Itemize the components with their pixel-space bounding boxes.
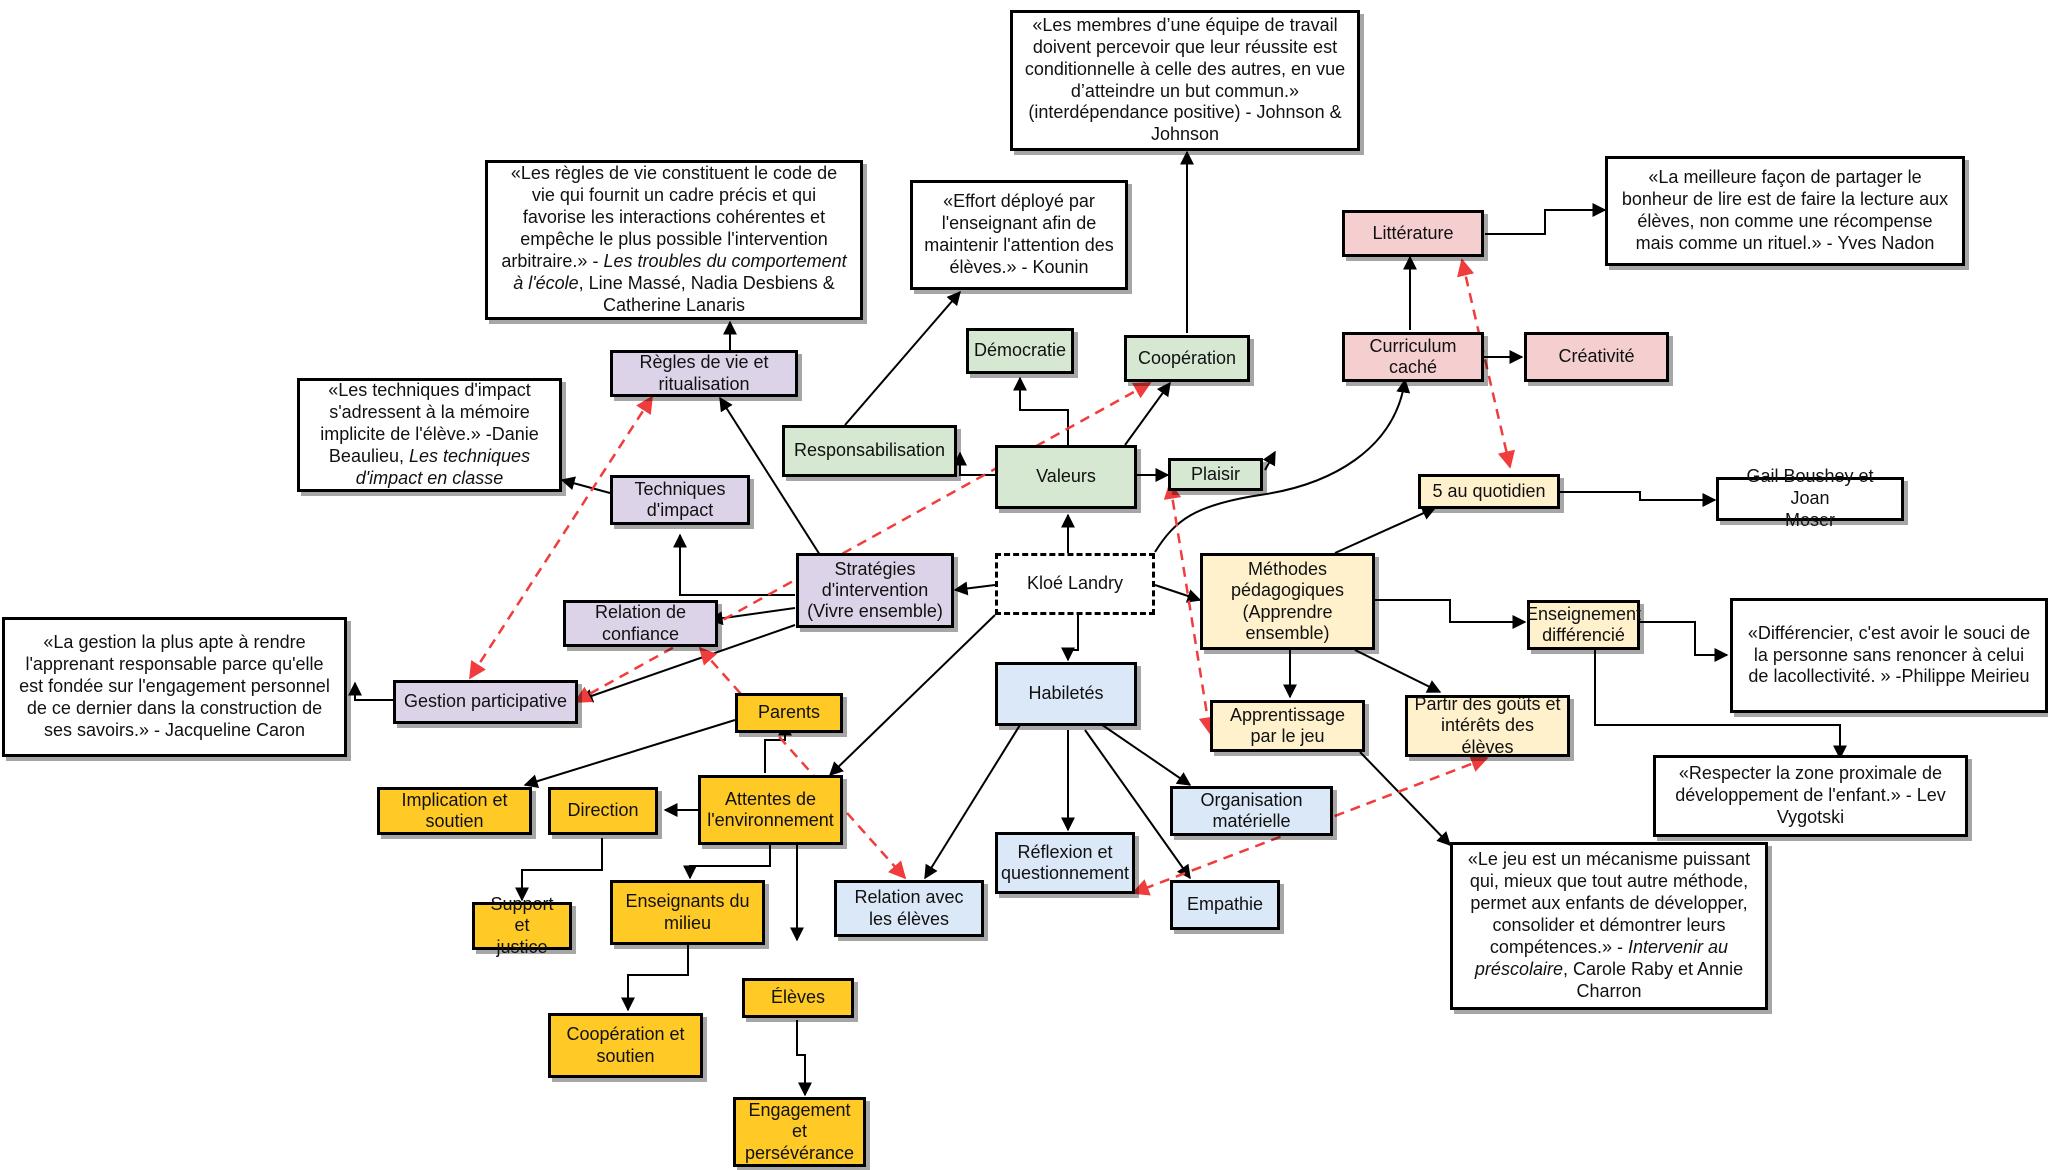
edge-plaisir-out xyxy=(1262,450,1276,471)
node-gail-boushey[interactable]: Gail Boushey et Joan Moser xyxy=(1716,466,1904,530)
node-organisation-materielle[interactable]: Organisation matérielle xyxy=(1170,786,1333,836)
edge-habiletes-organisation xyxy=(1094,719,1192,786)
quote-johnson: «Les membres d’une équipe de travail doi… xyxy=(1010,10,1360,151)
edge-litterature-nadon xyxy=(1485,203,1607,235)
dashed-link-confiance-relation-eleves xyxy=(698,646,907,880)
node-parents[interactable]: Parents xyxy=(735,693,843,733)
edge-differencie-vygotski xyxy=(1594,650,1847,760)
edge-center-attentes xyxy=(828,614,996,776)
edge-strategies-confiance xyxy=(708,607,796,626)
edge-gestion-caron xyxy=(348,681,395,701)
edge-apprentissage-raby xyxy=(1359,751,1451,847)
node-enseignants-milieu[interactable]: Enseignants du milieu xyxy=(610,880,765,945)
node-responsabilisation[interactable]: Responsabilisation xyxy=(782,425,957,477)
quote-vygotski: «Respecter la zone proximale de développ… xyxy=(1653,755,1968,837)
node-reflexion[interactable]: Réflexion et questionnement xyxy=(995,832,1135,894)
node-democratie[interactable]: Démocratie xyxy=(966,328,1074,374)
node-direction[interactable]: Direction xyxy=(548,787,658,835)
quote-regles-title: Les troubles du comportement à l'école xyxy=(513,250,847,293)
quote-regles: «Les règles de vie constituent le code d… xyxy=(485,160,863,320)
node-eleves[interactable]: Élèves xyxy=(742,978,854,1018)
edge-methodes-gouts xyxy=(1354,649,1442,693)
node-plaisir[interactable]: Plaisir xyxy=(1168,458,1263,491)
node-regles-vie[interactable]: Règles de vie et ritualisation xyxy=(610,350,798,397)
quote-beaulieu: «Les techniques d'impact s'adressent à l… xyxy=(297,378,562,492)
edge-methodes-5 xyxy=(1334,506,1437,554)
node-enseignement-differencie[interactable]: Enseignement différencié xyxy=(1526,600,1641,650)
edge-direction-support xyxy=(515,838,603,902)
node-cooperation-soutien[interactable]: Coopération et soutien xyxy=(548,1013,703,1078)
quote-kounin: «Effort déployé par l'enseignant afin de… xyxy=(910,180,1128,290)
quote-regles-text: «Les règles de vie constituent le code d… xyxy=(501,163,838,271)
node-creativite[interactable]: Créativité xyxy=(1524,332,1669,382)
edge-attentes-enseignants xyxy=(683,845,771,880)
edge-valeurs-democratie xyxy=(1013,376,1069,445)
edge-differencie-meirieu xyxy=(1640,621,1729,662)
node-methodes-pedagogiques[interactable]: Méthodes pédagogiques (Apprendre ensembl… xyxy=(1200,553,1375,650)
quote-meirieu: «Différencier, c'est avoir le souci de l… xyxy=(1730,598,2048,713)
node-litterature[interactable]: Littérature xyxy=(1342,210,1484,257)
node-gouts-interets[interactable]: Partir des goûts et intérêts des élèves xyxy=(1405,694,1570,757)
edge-enseignants-cooperation xyxy=(621,945,689,1012)
quote-beaulieu-text: «Les techniques d'impact s'adressent à l… xyxy=(320,380,539,466)
node-apprentissage-jeu[interactable]: Apprentissage par le jeu xyxy=(1210,700,1365,752)
edge-center-habiletes xyxy=(1061,615,1079,662)
edge-center-strategies xyxy=(953,581,996,596)
quote-raby: «Le jeu est un mécanisme puissant qui, m… xyxy=(1450,842,1768,1010)
node-habiletes[interactable]: Habiletés xyxy=(995,662,1137,726)
quote-beaulieu-title: Les techniques d'impact en classe xyxy=(355,445,531,488)
quote-regles-authors: , Line Massé, Nadia Desbiens & Catherine… xyxy=(578,272,835,315)
edge-techniques-beaulieu xyxy=(560,476,611,494)
node-empathie[interactable]: Empathie xyxy=(1170,880,1280,930)
node-relation-confiance[interactable]: Relation de confiance xyxy=(563,600,718,647)
quote-caron: «La gestion la plus apte à rendre l'appr… xyxy=(2,617,347,757)
node-strategies[interactable]: Stratégies d'intervention (Vivre ensembl… xyxy=(796,553,954,628)
edge-valeurs-responsabilisation xyxy=(953,451,995,476)
edge-eleves-engagement xyxy=(796,1020,812,1097)
dashed-link-plaisir-apprentissage xyxy=(1163,481,1217,735)
node-cooperation[interactable]: Coopération xyxy=(1124,335,1250,382)
dashed-link-litterature-5 xyxy=(1457,258,1515,469)
edge-5-gail xyxy=(1560,491,1717,507)
node-support-justice[interactable]: Support et justice xyxy=(472,894,572,957)
central-node[interactable]: Kloé Landry xyxy=(995,553,1155,615)
node-techniques-impact[interactable]: Techniques d'impact xyxy=(610,475,750,525)
dashed-link-gestion-cooperation xyxy=(573,381,1152,704)
node-attentes[interactable]: Attentes de l'environnement xyxy=(698,775,843,845)
quote-nadon: «La meilleure façon de partager le bonhe… xyxy=(1605,156,1965,266)
edge-habiletes-relation-eleves xyxy=(924,724,1021,880)
node-gestion-participative[interactable]: Gestion participative xyxy=(393,680,578,724)
quote-raby-title: Intervenir au préscolaire xyxy=(1474,936,1729,979)
quote-raby-authors: , Carole Raby et Annie Charron xyxy=(1562,958,1744,1001)
node-relation-eleves[interactable]: Relation avec les élèves xyxy=(834,880,984,937)
edge-center-methodes xyxy=(1154,584,1202,603)
node-curriculum-cache[interactable]: Curriculum caché xyxy=(1342,332,1484,382)
edge-strategies-techniques xyxy=(673,533,795,596)
node-valeurs[interactable]: Valeurs xyxy=(995,445,1137,509)
quote-raby-text: «Le jeu est un mécanisme puissant qui, m… xyxy=(1467,849,1751,957)
node-5-au-quotidien[interactable]: 5 au quotidien xyxy=(1418,474,1560,509)
node-implication[interactable]: Implication et soutien xyxy=(377,787,532,835)
node-engagement[interactable]: Engagement et persévérance xyxy=(733,1097,866,1167)
edge-methodes-differencie xyxy=(1375,599,1527,629)
